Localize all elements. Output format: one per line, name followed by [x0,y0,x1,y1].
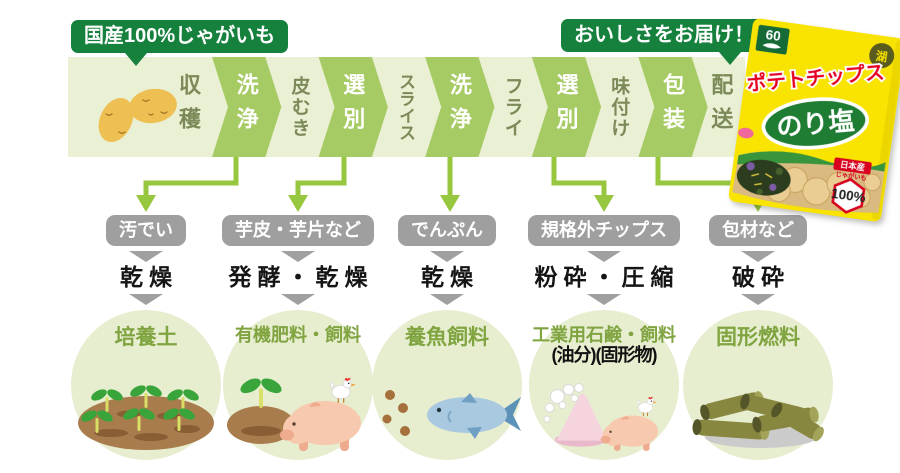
fish-feed-illustration [372,367,522,455]
waste-box: 規格外チップス [528,215,680,246]
chevron-segment [531,57,602,157]
potatoes-illustration [98,88,177,142]
anniversary-badge: 60 [755,24,790,55]
waste-box: 芋皮・芋片など [222,215,374,246]
flow-step-10: 包装 [660,73,686,141]
down-triangle-icon [281,294,315,306]
product-label: 養魚飼料 [405,326,489,350]
svg-text:日本産: 日本産 [839,159,865,172]
recycled-product-circle: 有機肥料・飼料 [223,310,373,461]
down-triangle-icon [587,251,621,262]
down-triangle-icon [741,251,775,262]
chevron-segment [318,57,388,157]
flow-step-8: 選別 [553,73,579,141]
callout-tail [719,52,741,65]
chicken-illustration [329,377,356,403]
recycling-column-3: でんぷん乾燥養魚飼料 [356,215,538,461]
pig-illustration [280,401,361,452]
chips-bag: 60 湖 ポテトチップス のり塩 [727,16,900,224]
down-triangle-icon [587,294,621,306]
treatment-label: 乾燥 [421,264,479,290]
flow-step-4: 選別 [340,73,366,141]
waste-box: でんぷん [398,215,496,246]
flow-step-3: 皮むき [288,75,310,139]
down-triangle-icon [129,294,163,306]
callout-domestic-potato-label: 国産100%じゃがいも [84,25,276,47]
flow-step-6: 洗浄 [446,73,472,141]
waste-box: 包材など [709,215,807,246]
recycling-column-4: 規格外チップス粉砕・圧縮工業用石鹸・飼料(油分)(固形物) [503,215,705,461]
callout-delivery: おいしさをお届け！ [561,19,767,65]
product-label: 工業用石鹸・飼料 [532,325,676,346]
origin-badge: 日本産 じゃがいも 100% [830,157,872,214]
flavor-tag [738,127,754,139]
product-extra-label: (油分)(固形物) [551,344,658,365]
down-triangle-icon [281,251,315,262]
callout-tail [125,53,147,66]
chicken-illustration [636,397,657,417]
flow-step-9: 味付け [608,75,630,139]
nori-illustration [736,159,791,196]
waste-flow-arrows [136,157,768,212]
recycled-product-circle: 工業用石鹸・飼料(油分)(固形物) [529,310,679,461]
callout-delivery-label: おいしさをお届け！ [574,24,754,46]
svg-text:湖: 湖 [875,49,888,64]
treatment-label: 破砕 [732,264,790,290]
product-label: 固形燃料 [716,326,800,350]
svg-text:60: 60 [765,27,782,44]
chevron-segment [212,57,282,157]
recycled-product-circle: 固形燃料 [683,310,833,461]
treatment-label: 粉砕・圧縮 [534,264,680,290]
chips-bag-graphic: 60 湖 ポテトチップス のり塩 [728,18,900,222]
down-triangle-icon [430,294,464,306]
soil-pig-chicken-illustration [223,367,373,455]
flavor-label: のり塩 [775,105,855,142]
recycling-column-2: 芋皮・芋片など発酵・乾燥有機肥料・飼料 [202,215,394,461]
treatment-label: 乾燥 [120,264,178,290]
fish-illustration [427,393,521,440]
chevron-shapes [212,57,708,157]
product-label: 有機肥料・飼料 [235,325,361,346]
product-label: 培養土 [114,326,178,350]
down-triangle-icon [741,294,775,306]
flow-step-2: 洗浄 [233,73,259,141]
waste-box: 汚でい [106,215,186,246]
flow-step-11: 配送 [708,73,734,141]
recycling-column-1: 汚でい乾燥培養土 [55,215,237,461]
flow-step-7: フライ [501,75,523,139]
pig-illustration [600,415,658,452]
fuel-logs-illustration [683,367,833,455]
process-flow-band: 収穫洗浄皮むき選別スライス洗浄フライ選別味付け包装配送 [68,57,745,157]
callout-domestic-potato: 国産100%じゃがいも [71,20,289,66]
seedling-field-illustration [71,367,221,455]
recycled-product-circle: 培養土 [71,310,221,461]
chevron-segment [425,57,495,157]
soap-pig-chicken-illustration [529,381,679,457]
down-triangle-icon [430,251,464,262]
brand-logo: 湖 [869,43,895,69]
recycled-product-circle: 養魚飼料 [372,310,522,461]
chevron-segment [638,57,708,157]
flow-step-5: スライス [396,73,416,141]
treatment-label: 発酵・乾燥 [228,264,374,290]
recycling-column-5: 包材など破砕固形燃料 [667,215,849,461]
flow-step-1: 収穫 [176,73,201,141]
svg-text:100%: 100% [830,186,866,206]
down-triangle-icon [129,251,163,262]
